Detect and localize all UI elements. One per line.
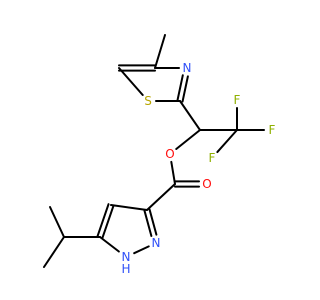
atom-n2_pyrazole: N bbox=[152, 236, 161, 250]
atom-f_top: F bbox=[234, 93, 241, 107]
bond-line bbox=[99, 236, 120, 253]
bond-ch_isopropyl-ch3_isopropyl_b bbox=[43, 236, 65, 268]
bond-n2_pyrazole-c3_pyrazole bbox=[143, 208, 158, 237]
bond-line bbox=[148, 208, 158, 236]
bond-line bbox=[43, 236, 65, 268]
bond-c4_pyrazole-c5_pyrazole bbox=[96, 203, 115, 239]
bond-line bbox=[216, 129, 238, 154]
bond-methyl_ch3-c4_thiazole bbox=[154, 34, 166, 69]
atom-label-n3_thiazole: N bbox=[183, 61, 192, 75]
atom-s_thiazole: S bbox=[144, 94, 152, 108]
bond-c5_pyrazole-n1_pyrazole bbox=[99, 236, 120, 253]
bonds-layer bbox=[43, 34, 265, 268]
atom-label-f_top: F bbox=[234, 93, 241, 107]
atom-f_bottom: F bbox=[209, 151, 216, 165]
bond-c_carbonyl-o_carbonyl bbox=[174, 180, 200, 188]
atom-f_right: F bbox=[269, 123, 276, 137]
bond-line bbox=[49, 206, 65, 238]
bond-c_carbonyl-c3_pyrazole bbox=[146, 183, 176, 211]
bond-cf3_carbon-f_bottom bbox=[216, 129, 238, 154]
bond-line bbox=[110, 204, 148, 211]
bond-ch_isopropyl-ch3_isopropyl_a bbox=[49, 206, 65, 238]
bond-c3_pyrazole-c4_pyrazole bbox=[110, 204, 148, 211]
bond-c5_thiazole-s_thiazole bbox=[118, 67, 144, 96]
bond-line bbox=[179, 100, 201, 131]
bond-line bbox=[175, 129, 201, 151]
atom-o_carbonyl: O bbox=[202, 177, 211, 191]
bond-o_ester-c_carbonyl bbox=[170, 160, 176, 185]
bond-line bbox=[146, 183, 176, 211]
atom-label-f_bottom: F bbox=[209, 151, 216, 165]
bond-ch_ester-o_ester bbox=[175, 129, 201, 151]
bond-c2_thiazole-n3_thiazole bbox=[176, 74, 189, 103]
atom-label-f_right: F bbox=[269, 123, 276, 137]
bond-line bbox=[143, 209, 153, 237]
bond-c4_thiazole-c5_thiazole bbox=[118, 64, 156, 72]
atom-n1_pyrazole: NH bbox=[121, 250, 130, 276]
atom-label-n2_pyrazole: N bbox=[152, 236, 161, 250]
bond-line bbox=[176, 74, 184, 102]
atom-label-s_thiazole: S bbox=[144, 94, 152, 108]
atom-label-n1_pyrazole-0: N bbox=[122, 250, 131, 264]
bond-c2_thiazole-ch_ester bbox=[179, 100, 201, 131]
bond-line bbox=[181, 75, 189, 103]
bond-line bbox=[96, 203, 110, 238]
bond-line bbox=[154, 34, 166, 69]
atom-o_ester: O bbox=[165, 147, 174, 161]
bond-line bbox=[170, 160, 176, 185]
atom-label-o_ester: O bbox=[165, 147, 174, 161]
atom-label-o_carbonyl: O bbox=[202, 177, 211, 191]
bond-n1_pyrazole-n2_pyrazole bbox=[133, 245, 150, 255]
bond-line bbox=[133, 245, 150, 255]
bond-line bbox=[118, 67, 144, 96]
bond-line bbox=[101, 204, 115, 239]
atom-n3_thiazole: N bbox=[183, 61, 192, 75]
atom-label-n1_pyrazole-1: H bbox=[121, 262, 130, 276]
